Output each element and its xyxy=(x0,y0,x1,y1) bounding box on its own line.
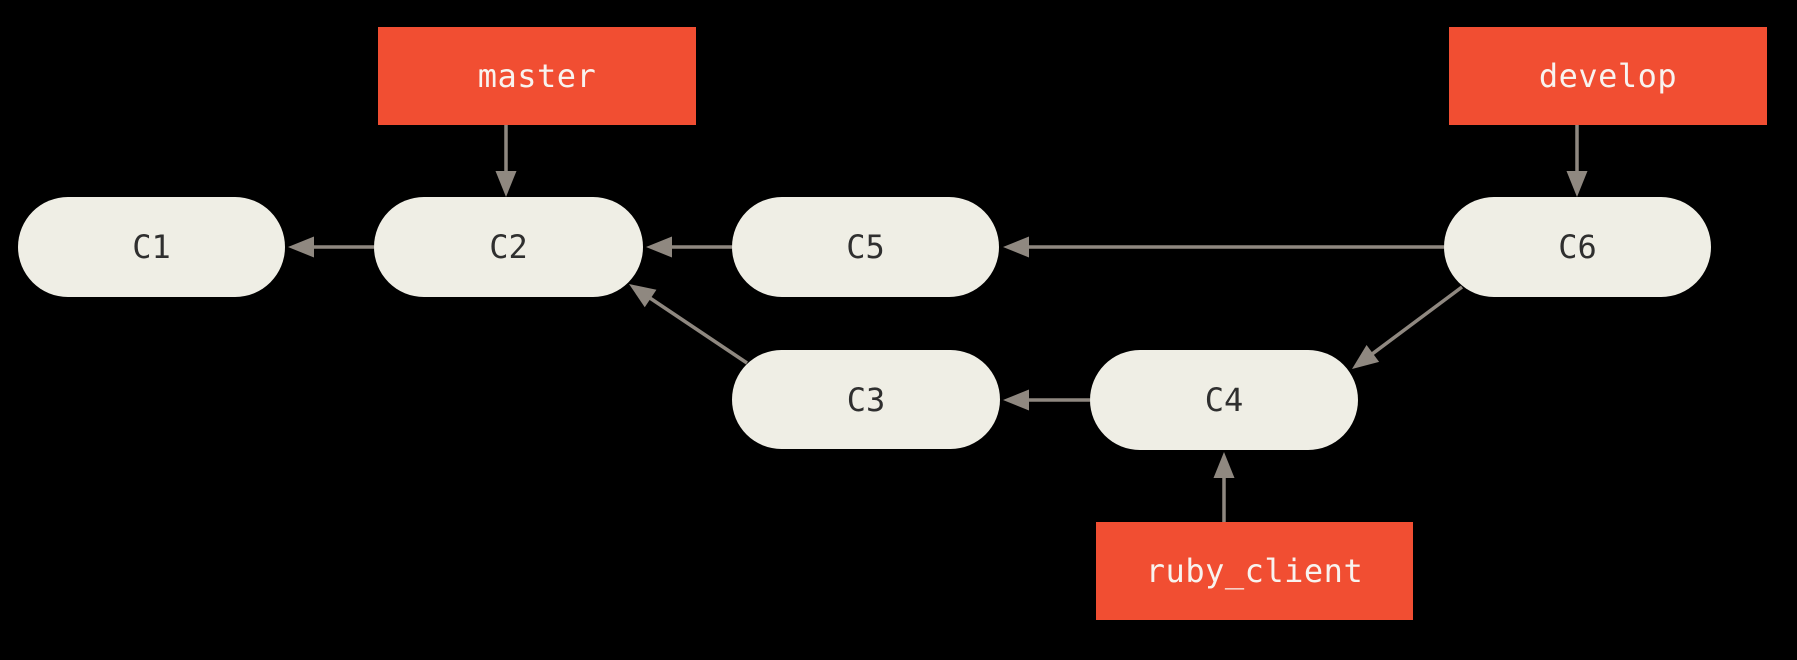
edge-line-c6-to-c4 xyxy=(1366,285,1464,359)
edge-c3-to-c2 xyxy=(629,284,748,365)
edge-ruby-client-to-c4 xyxy=(1213,452,1235,522)
commit-node-c1: C1 xyxy=(18,197,285,297)
commit-node-c5: C5 xyxy=(732,197,999,297)
arrowhead-icon-c5-to-c2 xyxy=(646,236,672,258)
arrowhead-icon-c2-to-c1 xyxy=(288,236,314,258)
edge-develop-to-c6 xyxy=(1566,125,1588,197)
edge-c6-to-c5 xyxy=(1003,236,1444,258)
commit-node-c2: C2 xyxy=(374,197,643,297)
branch-label-develop: develop xyxy=(1449,27,1767,125)
commit-node-c4: C4 xyxy=(1090,350,1358,450)
commit-node-c6: C6 xyxy=(1444,197,1711,297)
edge-c5-to-c2 xyxy=(646,236,732,258)
branch-label-ruby-client: ruby_client xyxy=(1096,522,1413,620)
arrowhead-icon-c6-to-c5 xyxy=(1003,236,1029,258)
arrowhead-icon-master-to-c2 xyxy=(495,171,517,197)
arrowhead-icon-develop-to-c6 xyxy=(1566,171,1588,197)
arrowhead-icon-c6-to-c4 xyxy=(1352,345,1380,369)
arrowhead-icon-c3-to-c2 xyxy=(629,284,657,308)
edge-line-c3-to-c2 xyxy=(644,293,748,365)
edge-c4-to-c3 xyxy=(1003,389,1090,411)
commit-node-c3: C3 xyxy=(732,350,1000,449)
arrowhead-icon-ruby-client-to-c4 xyxy=(1213,452,1235,478)
branch-label-master: master xyxy=(378,27,696,125)
edge-c2-to-c1 xyxy=(288,236,374,258)
edge-master-to-c2 xyxy=(495,125,517,197)
arrowhead-icon-c4-to-c3 xyxy=(1003,389,1029,411)
edge-c6-to-c4 xyxy=(1352,285,1464,369)
